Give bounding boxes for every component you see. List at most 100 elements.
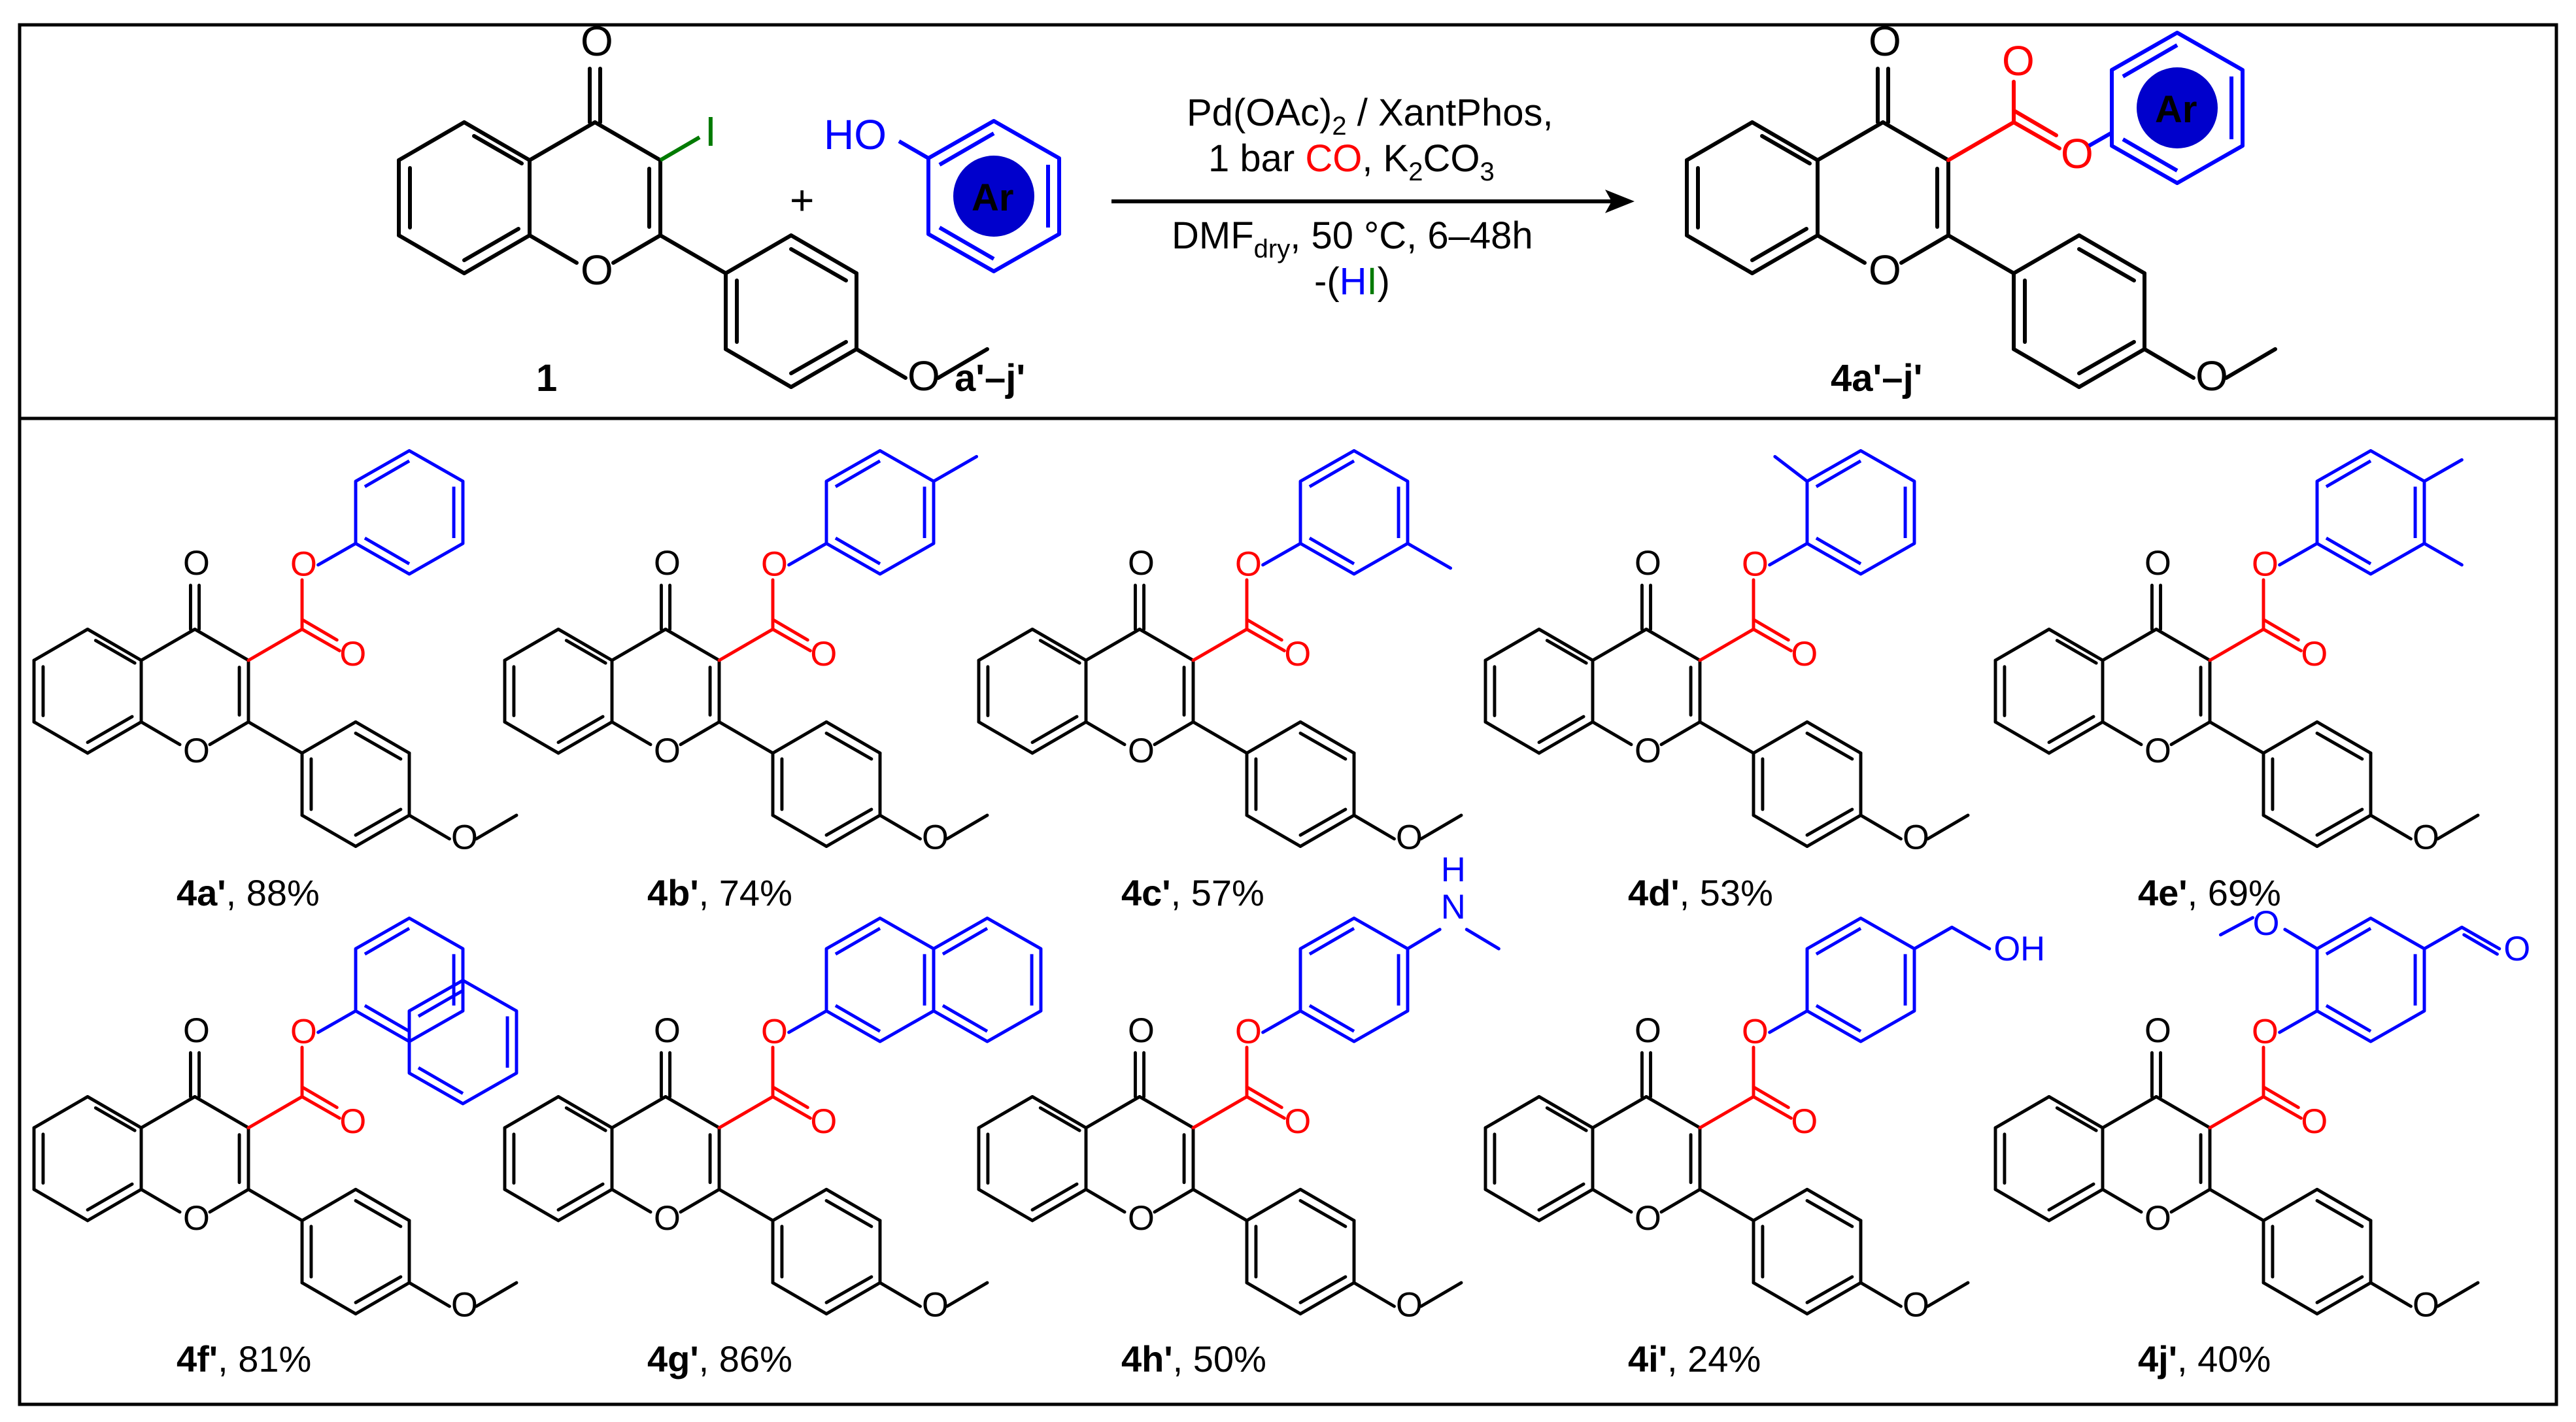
product-code: 4a' (177, 872, 226, 913)
ring-o: O (654, 1199, 681, 1238)
arrow-head (1605, 190, 1635, 213)
ester-o-single: O (1742, 1012, 1769, 1051)
ester-o-double: O (2002, 37, 2035, 84)
methoxy-o: O (451, 819, 478, 857)
ring-o: O (581, 246, 613, 294)
ester-o-double: O (339, 635, 366, 673)
carbonyl-o: O (2144, 544, 2171, 583)
ring-o: O (1635, 732, 1661, 770)
substrate-1: I O O O (399, 18, 987, 399)
methoxy-o: O (1903, 819, 1929, 857)
methoxy-o: O (1903, 1286, 1929, 1325)
ester-o-single: O (290, 1012, 317, 1051)
methoxy-o: O (922, 819, 949, 857)
methoxy-o: O (2413, 1286, 2439, 1325)
carbonyl-o: O (1635, 544, 1661, 583)
product-general: O O O O O Ar (1687, 18, 2275, 399)
amine-n: N (1441, 888, 1466, 926)
carbonyl-o: O (183, 544, 210, 583)
ring-o: O (183, 1199, 210, 1238)
methoxy-o: O (2413, 819, 2439, 857)
ar-label: Ar (2155, 88, 2197, 131)
product-code: 4c' (1121, 872, 1171, 913)
product-yield: , 57% (1171, 872, 1264, 913)
ester-o-single: O (1235, 1012, 1262, 1051)
ring-o: O (1869, 246, 1901, 294)
ring-o: O (2144, 1199, 2171, 1238)
product-5: O O O O O (1995, 450, 2478, 857)
ester-o-single: O (290, 545, 317, 583)
product-label-4: 4d', 53% (1628, 872, 1773, 913)
plus-sign: + (790, 177, 814, 224)
product-label-6: 4f', 81% (177, 1338, 311, 1380)
ring-o: O (1128, 1199, 1155, 1238)
methoxy-o-aryl: O (2253, 904, 2280, 943)
aldehyde-o: O (2503, 930, 2530, 968)
carbonyl-o: O (1128, 1011, 1155, 1050)
outer-frame (18, 23, 2558, 1406)
carbonyl-o: O (1869, 18, 1901, 65)
product-yield: , 50% (1173, 1338, 1266, 1380)
product-yield: , 81% (218, 1338, 311, 1380)
ho-label: HO (824, 111, 887, 158)
ester-o-double: O (1791, 1102, 1818, 1141)
ar-circle (953, 156, 1034, 237)
carbonyl-o: O (1635, 1011, 1661, 1050)
conditions-line-3: DMFdry, 50 °C, 6–48h (1172, 214, 1533, 263)
product-code: 4d' (1628, 872, 1680, 913)
methoxy-o: O (451, 1286, 478, 1325)
product-yield: , 69% (2188, 872, 2281, 913)
ester-o-double: O (810, 1102, 837, 1141)
product-label-2: 4b', 74% (647, 872, 792, 913)
byproduct: -(HI) (1314, 260, 1390, 303)
conditions-line-2: 1 bar CO, K2CO3 (1208, 137, 1495, 186)
product-yield: , 74% (699, 872, 792, 913)
ester-o-single: O (2252, 545, 2279, 583)
product-code: 4j' (2138, 1338, 2177, 1380)
product-label-10: 4j', 40% (2138, 1338, 2271, 1380)
ester-o-double: O (2301, 1102, 2328, 1141)
product-code: 4i' (1628, 1338, 1667, 1380)
amine-h: H (1441, 851, 1466, 889)
product-label-3: 4c', 57% (1121, 872, 1264, 913)
product-label: 4a'–j' (1831, 357, 1922, 399)
product-code: 4e' (2138, 872, 2188, 913)
ring-o: O (1635, 1199, 1661, 1238)
product-code: 4b' (647, 872, 699, 913)
ring-o: O (183, 732, 210, 770)
conditions-line-1: Pd(OAc)2 / XantPhos, (1187, 92, 1553, 141)
ester-o-single: O (2061, 130, 2093, 177)
carbonyl-o: O (654, 1011, 681, 1050)
substrate-label: 1 (536, 357, 557, 399)
product-yield: , 86% (699, 1338, 792, 1380)
product-label-9: 4i', 24% (1628, 1338, 1761, 1380)
ring-o: O (2144, 732, 2171, 770)
product-label-1: 4a', 88% (177, 872, 320, 913)
product-label-8: 4h', 50% (1121, 1338, 1266, 1380)
phenol: Ar HO (824, 111, 1059, 271)
product-yield: , 24% (1667, 1338, 1761, 1380)
ester-o-single: O (1235, 545, 1262, 583)
ester-o-double: O (1284, 1102, 1311, 1141)
methoxy-o: O (2195, 352, 2228, 399)
ester-o-double: O (810, 635, 837, 673)
ring-o: O (654, 732, 681, 770)
methoxy-o: O (907, 352, 940, 399)
ar-circle (2137, 67, 2218, 148)
iodine-label: I (705, 108, 717, 155)
carbonyl-o: O (1128, 544, 1155, 583)
phenol-label: a'–j' (955, 357, 1025, 399)
product-label-7: 4g', 86% (647, 1338, 792, 1380)
ester-o-double: O (2301, 635, 2328, 673)
product-code: 4f' (177, 1338, 218, 1380)
ring-o: O (1128, 732, 1155, 770)
ar-label: Ar (972, 177, 1013, 219)
